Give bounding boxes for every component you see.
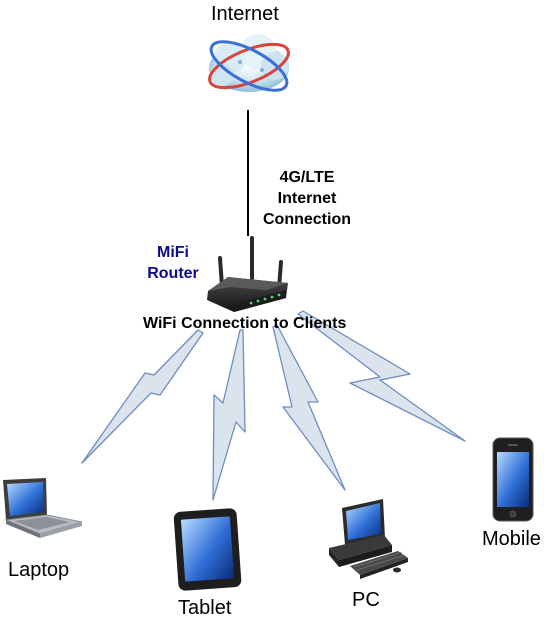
laptop-label: Laptop: [8, 559, 70, 581]
wifi-links: [81, 310, 466, 501]
smartphone-icon: [492, 437, 534, 522]
router-label: MiFi Router: [140, 242, 206, 284]
wifi-bolt-laptop: [81, 329, 204, 464]
wireless-router-icon: [207, 236, 288, 312]
uplink-label-line1: 4G/LTE: [279, 169, 335, 186]
tablet-label: Tablet: [178, 597, 232, 619]
tablet-icon: [173, 508, 242, 591]
pc-label: PC: [352, 589, 380, 611]
mobile-label: Mobile: [482, 528, 541, 550]
wifi-connection-label: WiFi Connection to Clients: [143, 315, 347, 332]
uplink-label-line2: Internet: [277, 190, 337, 207]
cloud-globe-icon: [208, 34, 290, 92]
internet-label: Internet: [211, 3, 279, 25]
wifi-bolt-tablet: [212, 329, 246, 501]
desktop-pc-icon: [329, 499, 408, 579]
uplink-label-line3: Connection: [263, 211, 351, 228]
wifi-bolt-mobile: [297, 310, 466, 442]
uplink-label: 4G/LTE Internet Connection: [253, 167, 361, 230]
router-label-line2: Router: [147, 265, 199, 282]
wifi-bolt-pc: [272, 324, 346, 491]
router-label-line1: MiFi: [157, 244, 189, 261]
laptop-icon: [3, 478, 83, 538]
